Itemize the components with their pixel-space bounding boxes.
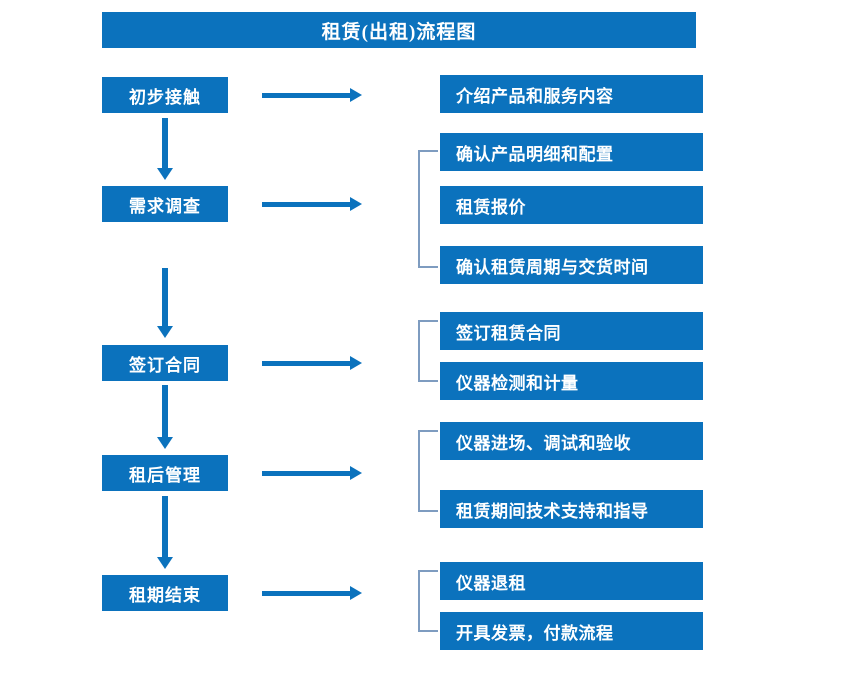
- stage-box-sign-contract[interactable]: 签订合同: [102, 345, 228, 381]
- horizontal-arrow-demand-survey: [262, 197, 362, 211]
- detail-box-rental-quotation[interactable]: 租赁报价: [440, 186, 703, 224]
- detail-box-instrument-return[interactable]: 仪器退租: [440, 562, 703, 600]
- bracket-demand-survey-group: [418, 150, 438, 268]
- detail-box-confirm-product-details[interactable]: 确认产品明细和配置: [440, 133, 703, 171]
- vertical-arrow-demand-to-contract: [157, 268, 173, 338]
- detail-box-introduce-products[interactable]: 介绍产品和服务内容: [440, 75, 703, 113]
- horizontal-arrow-post-rental: [262, 466, 362, 480]
- stage-box-demand-survey[interactable]: 需求调查: [102, 186, 228, 222]
- detail-box-invoice-payment[interactable]: 开具发票，付款流程: [440, 612, 703, 650]
- detail-box-instrument-inspection[interactable]: 仪器检测和计量: [440, 362, 703, 400]
- horizontal-arrow-sign-contract: [262, 356, 362, 370]
- horizontal-arrow-initial-contact: [262, 88, 362, 102]
- stage-box-lease-end[interactable]: 租期结束: [102, 575, 228, 611]
- detail-box-instrument-installation[interactable]: 仪器进场、调试和验收: [440, 422, 703, 460]
- page-title: 租赁(出租)流程图: [102, 12, 696, 48]
- bracket-sign-contract-group: [418, 320, 438, 382]
- vertical-arrow-postrental-to-leaseend: [157, 496, 173, 569]
- stage-box-post-rental-management[interactable]: 租后管理: [102, 455, 228, 491]
- vertical-arrow-initial-to-demand: [157, 118, 173, 180]
- detail-box-confirm-lease-period[interactable]: 确认租赁周期与交货时间: [440, 246, 703, 284]
- bracket-lease-end-group: [418, 570, 438, 632]
- vertical-arrow-contract-to-postrental: [157, 385, 173, 449]
- bracket-post-rental-group: [418, 430, 438, 512]
- detail-box-technical-support[interactable]: 租赁期间技术支持和指导: [440, 490, 703, 528]
- horizontal-arrow-lease-end: [262, 586, 362, 600]
- stage-box-initial-contact[interactable]: 初步接触: [102, 77, 228, 113]
- detail-box-sign-lease-contract[interactable]: 签订租赁合同: [440, 312, 703, 350]
